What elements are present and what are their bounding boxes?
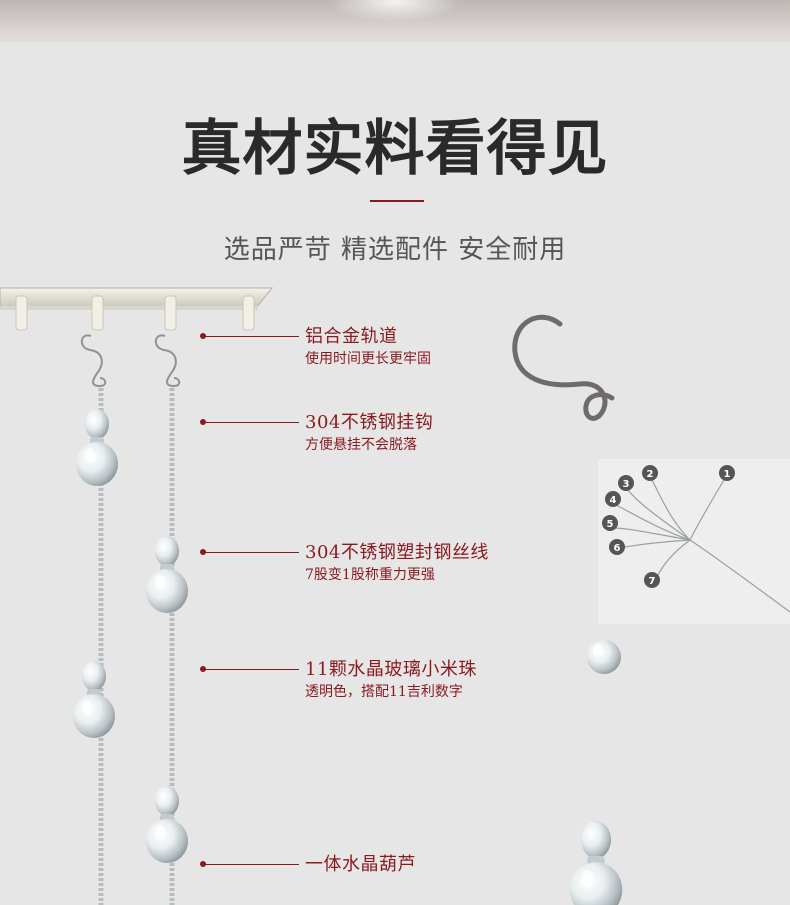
- crystal-gourd-3: [73, 661, 115, 738]
- steel-hook-closeup: [512, 314, 615, 421]
- wire-strand-labels: 1 2 3 4 5 6 7: [602, 465, 735, 588]
- callout-desc: 7股变1股称重力更强: [305, 567, 435, 583]
- callout-title: 11颗水晶玻璃小米珠: [305, 659, 477, 680]
- page-subtitle: 选品严苛 精选配件 安全耐用: [223, 235, 567, 265]
- aluminium-rail: [0, 287, 274, 331]
- top-product-photo-strip: [0, 0, 790, 42]
- crystal-gourd-1: [76, 409, 118, 486]
- callout-desc: 使用时间更长更牢固: [305, 351, 431, 367]
- strand-label-6: 6: [614, 543, 621, 554]
- callout-title: 304不锈钢塑封钢丝线: [305, 542, 489, 563]
- strand-label-7: 7: [649, 576, 656, 587]
- strand-label-1: 1: [724, 469, 731, 480]
- strand-label-3: 3: [623, 479, 630, 490]
- strand-label-5: 5: [607, 519, 614, 530]
- title-divider: [370, 200, 424, 202]
- strand-label-4: 4: [610, 495, 617, 506]
- crystal-gourd-2: [146, 536, 188, 613]
- callout-desc: 透明色，搭配11吉利数字: [305, 684, 463, 700]
- glass-bead-closeup: [587, 640, 621, 674]
- crystal-gourd-closeup: [569, 821, 623, 905]
- strand-label-2: 2: [647, 469, 654, 480]
- small-hooks: [80, 334, 181, 388]
- crystal-gourd-4: [146, 786, 188, 863]
- callout-title: 一体水晶葫芦: [305, 854, 416, 875]
- callout-desc: 方便悬挂不会脱落: [305, 437, 417, 453]
- page-title: 真材实料看得见: [181, 114, 609, 184]
- callout-title: 304不锈钢挂钩: [305, 412, 434, 433]
- callout-title: 铝合金轨道: [305, 326, 398, 347]
